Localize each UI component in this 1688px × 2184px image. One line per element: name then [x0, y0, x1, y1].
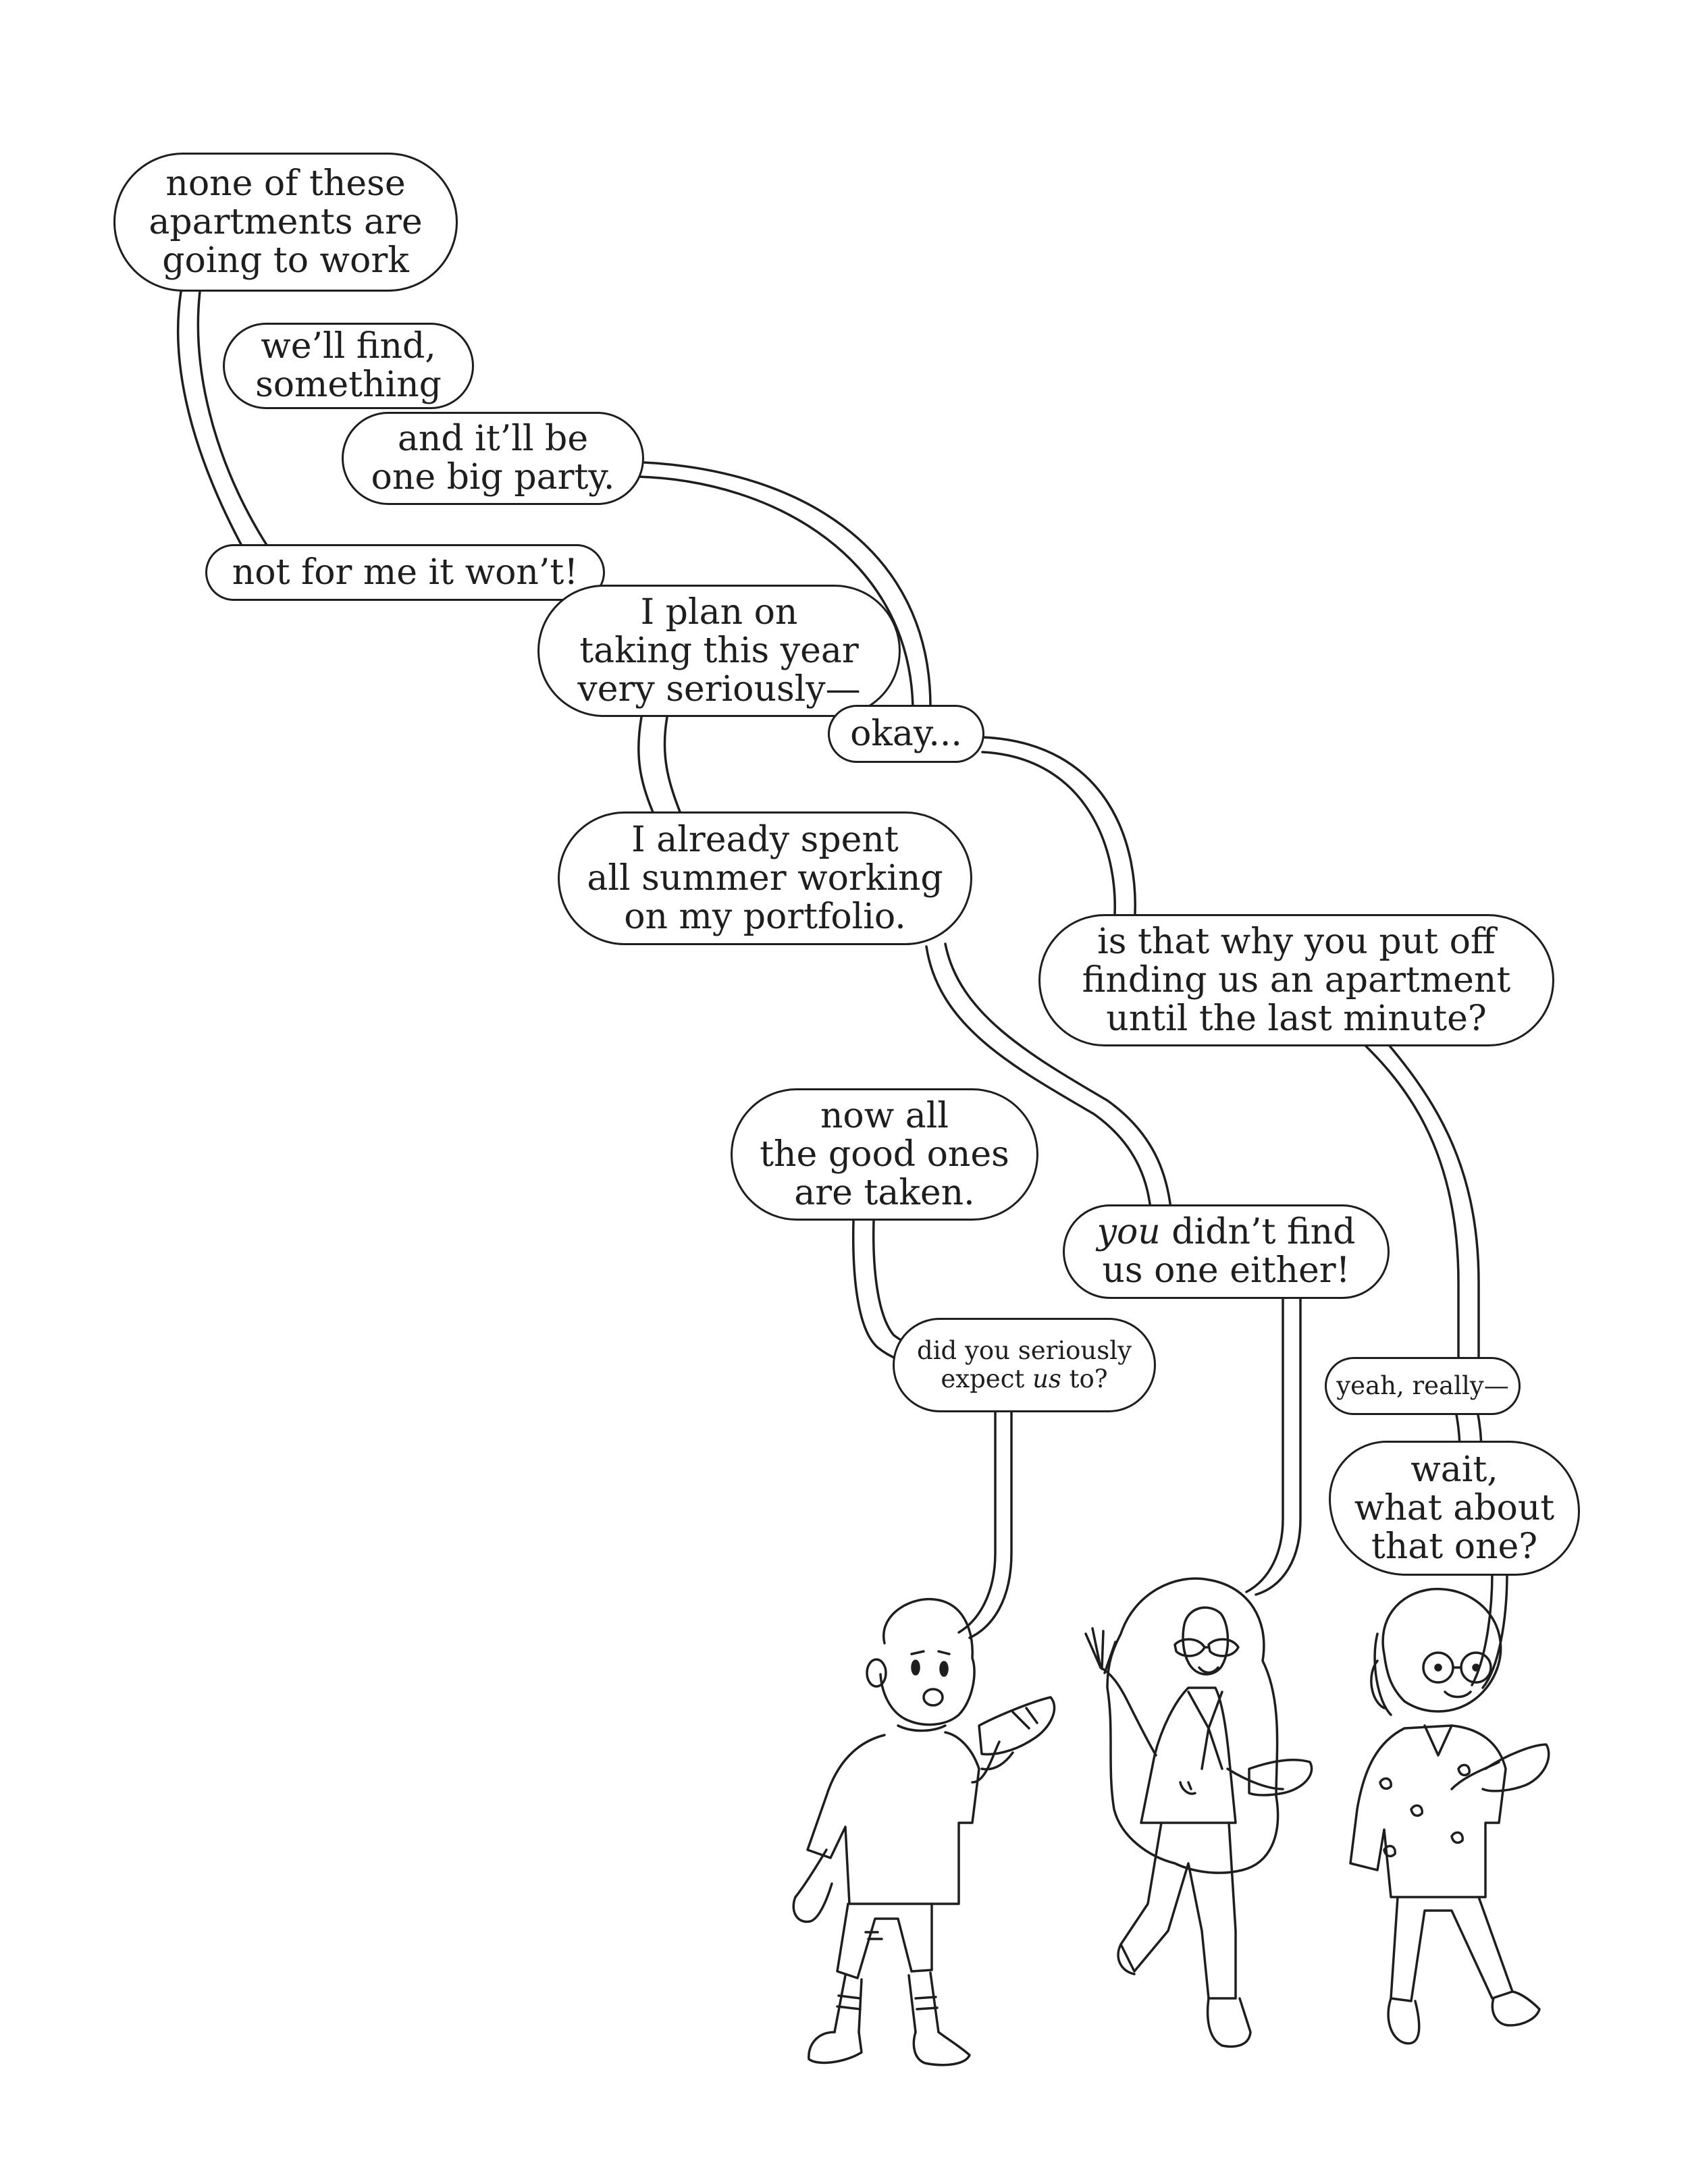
bubble-line: none of these	[165, 163, 406, 204]
bubble-line: taking this year	[579, 630, 859, 671]
bubble-line: is that why you put off	[1097, 921, 1496, 962]
speech-bubble-good-ones: now all the good ones are taken.	[731, 1088, 1038, 1221]
bubble-line-end: to?	[1061, 1364, 1108, 1393]
bubble-line: we’ll find,	[261, 326, 436, 367]
bubble-line: okay...	[850, 713, 962, 754]
speech-bubble-not-for-me: not for me it won’t!	[205, 544, 605, 601]
bubble-line: you didn’t find	[1097, 1213, 1356, 1252]
bubble-line: I already spent	[631, 819, 899, 860]
speech-bubble-put-off: is that why you put off finding us an ap…	[1038, 914, 1554, 1046]
bubble-line: that one?	[1371, 1526, 1538, 1567]
speech-bubble-you-didnt: you didn’t find us one either!	[1063, 1204, 1390, 1299]
bubble-line: did you seriously	[917, 1336, 1132, 1365]
bubble-line: now all	[820, 1095, 949, 1136]
bubble-line: and it’ll be	[397, 419, 589, 459]
speech-bubble-yeah: yeah, really—	[1325, 1357, 1521, 1415]
emphasis-you: you	[1097, 1212, 1161, 1252]
bubble-line: what about	[1354, 1487, 1555, 1528]
bubble-line-rest: didn’t find	[1160, 1212, 1356, 1252]
bubble-line: going to work	[162, 240, 409, 281]
bubble-line: us one either!	[1102, 1250, 1350, 1291]
bubble-line: on my portfolio.	[624, 896, 906, 937]
boy-with-pizza	[792, 1598, 1056, 2067]
bubble-line: finding us an apartment	[1082, 959, 1511, 1001]
speech-bubble-party: and it’ll be one big party.	[342, 412, 644, 505]
tail-okay-to-put-off	[981, 736, 1136, 926]
emphasis-us: us	[1032, 1364, 1061, 1393]
speech-bubble-portfolio: I already spent all summer working on my…	[558, 811, 972, 945]
speech-bubble-expect: did you seriously expect us to?	[893, 1318, 1156, 1412]
speech-bubble-plan: I plan on taking this year very seriousl…	[537, 585, 901, 717]
long-haired-woman-waving	[1084, 1577, 1313, 2048]
bubble-line-start: expect	[941, 1364, 1033, 1393]
bubble-line: something	[255, 365, 442, 405]
tail-apartments-to-not-for-me	[176, 290, 270, 550]
tail-plan-to-portfolio	[637, 716, 683, 818]
bubble-line: very seriously—	[577, 668, 861, 710]
bubble-line: yeah, really—	[1336, 1371, 1509, 1400]
bubble-line: all summer working	[587, 857, 943, 899]
bubble-line: I plan on	[640, 591, 798, 633]
bubble-line: one big party.	[371, 457, 615, 498]
speech-bubble-apartments: none of these apartments are going to wo…	[113, 153, 458, 292]
speech-bubble-find: we’ll find, something	[223, 323, 474, 409]
bubble-line: are taken.	[794, 1172, 975, 1213]
bubble-line: expect us to?	[917, 1365, 1132, 1393]
bubble-line: the good ones	[760, 1134, 1009, 1175]
bubble-line: until the last minute?	[1106, 998, 1487, 1039]
tail-party-to-okay	[627, 460, 932, 712]
tail-put-off-to-yeah	[1349, 1030, 1480, 1365]
speech-bubble-wait: wait, what about that one?	[1329, 1441, 1580, 1576]
tail-you-didnt-to-woman	[1245, 1296, 1302, 1596]
bubble-line: wait,	[1410, 1449, 1498, 1490]
bubble-line: apartments are	[149, 201, 423, 242]
bubble-line: not for me it won’t!	[232, 552, 579, 593]
speech-bubble-okay: okay...	[828, 705, 984, 763]
tail-expect-to-boy	[957, 1408, 1013, 1639]
curly-haired-woman-with-glasses	[1349, 1587, 1550, 2045]
tail-portfolio-to-you-didnt	[925, 942, 1172, 1210]
